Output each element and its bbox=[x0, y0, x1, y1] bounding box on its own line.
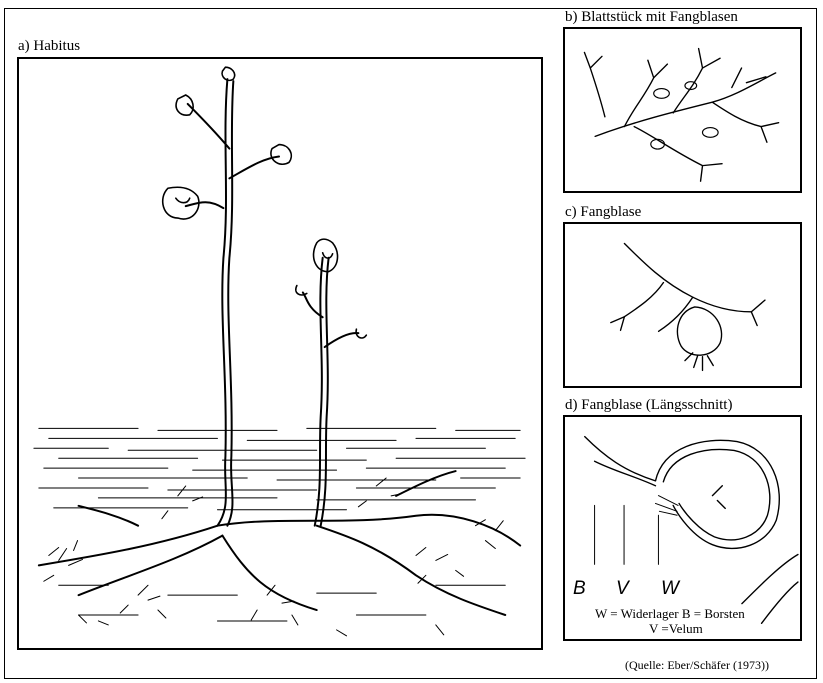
velum-letter: V bbox=[616, 579, 629, 598]
borsten-letter: B bbox=[573, 579, 586, 598]
section-legend-line1: W = Widerlager B = Borsten bbox=[595, 607, 745, 620]
leaf-label: b) Blattstück mit Fangblasen bbox=[565, 10, 738, 25]
section-label: d) Fangblase (Längsschnitt) bbox=[565, 398, 732, 413]
flower-stems bbox=[186, 79, 359, 526]
section-panel: B V W W = Widerlager B = Borsten V =Velu… bbox=[563, 415, 802, 641]
bladder-panel bbox=[563, 222, 802, 388]
bladder-drawing bbox=[565, 224, 800, 386]
widerlager-letter: W bbox=[661, 579, 679, 598]
leaf-tufts bbox=[44, 478, 503, 636]
section-legend-line2: V =Velum bbox=[649, 622, 703, 635]
bladder-label: c) Fangblase bbox=[565, 205, 641, 220]
leaf-drawing bbox=[565, 29, 800, 191]
water-hatching bbox=[34, 428, 525, 621]
source-credit: (Quelle: Eber/Schäfer (1973)) bbox=[625, 659, 769, 671]
habitus-drawing bbox=[19, 59, 541, 648]
leaf-panel bbox=[563, 27, 802, 193]
submerged-shoots bbox=[39, 471, 520, 615]
habitus-label: a) Habitus bbox=[18, 39, 80, 54]
habitus-panel bbox=[17, 57, 543, 650]
flowers bbox=[163, 67, 367, 338]
